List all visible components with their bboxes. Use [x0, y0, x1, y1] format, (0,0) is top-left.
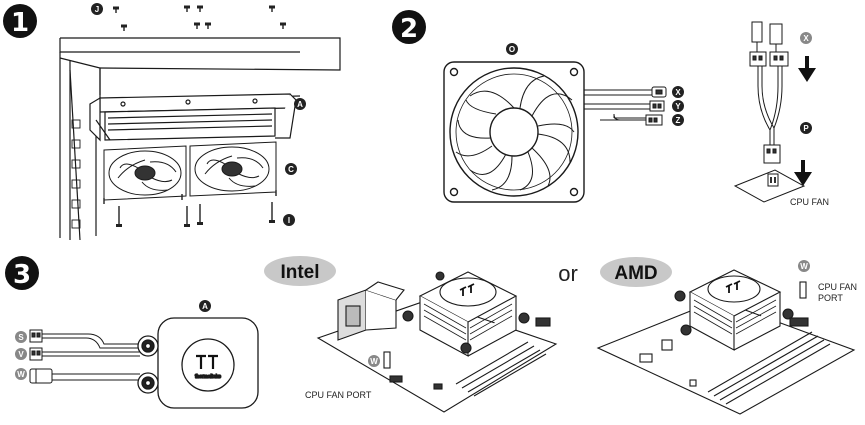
- marker-S: S: [15, 331, 27, 343]
- step-1-badge: 1: [3, 4, 37, 38]
- radiator: [89, 93, 297, 142]
- amd-cpu-fan-port-label-line1: CPU FAN: [818, 282, 857, 292]
- svg-text:Z: Z: [676, 116, 681, 125]
- intel-cpu-fan-port-label: CPU FAN PORT: [305, 390, 372, 400]
- marker-W-cable: W: [15, 368, 27, 380]
- marker-W-amd: W: [798, 260, 810, 272]
- fan-right: [189, 141, 277, 197]
- thermaltake-logo-icon: [196, 354, 218, 369]
- svg-text:I: I: [288, 216, 290, 225]
- panel-1-radiator-mounting: 1: [3, 3, 341, 241]
- pump-brand-text: thermaltake: [195, 374, 221, 380]
- intel-label: Intel: [280, 262, 319, 283]
- connector-V: [29, 347, 43, 361]
- step-3-badge: 3: [5, 256, 39, 290]
- step-1-number: 1: [11, 8, 29, 38]
- marker-A-panel1: A: [294, 98, 306, 110]
- svg-text:P: P: [803, 124, 809, 133]
- or-label: or: [558, 261, 578, 286]
- svg-text:W: W: [370, 357, 378, 366]
- arrow-down-lower: [794, 160, 812, 186]
- marker-X: X: [672, 86, 684, 98]
- connector-Y: [649, 100, 665, 112]
- step-3-number: 3: [13, 260, 31, 290]
- marker-C: C: [285, 163, 297, 175]
- svg-text:A: A: [297, 100, 303, 109]
- marker-V: V: [15, 348, 27, 360]
- expansion-slots: [71, 119, 81, 229]
- step-2-number: 2: [400, 14, 418, 44]
- top-screws-J: [112, 4, 287, 32]
- step-2-badge: 2: [392, 10, 426, 44]
- marker-X-splitter: X: [800, 32, 812, 44]
- fan-large: [443, 61, 585, 203]
- pump-head: thermaltake: [137, 317, 259, 409]
- svg-text:X: X: [803, 34, 809, 43]
- marker-Y: Y: [672, 100, 684, 112]
- fan-left: [103, 145, 187, 201]
- amd-pill: AMD: [600, 257, 672, 287]
- svg-text:O: O: [509, 45, 515, 54]
- connector-Z: [645, 114, 663, 126]
- chassis-top-panel: [59, 37, 341, 241]
- amd-cpu-fan-port-label-line2: PORT: [818, 293, 843, 303]
- amd-motherboard: [596, 269, 856, 415]
- fan-cables: [584, 89, 652, 121]
- marker-I: I: [283, 214, 295, 226]
- svg-text:V: V: [18, 350, 24, 359]
- panel-3-pump-connection: 3 S V: [5, 256, 857, 415]
- connector-X: [651, 86, 667, 98]
- connector-S: [29, 329, 43, 343]
- svg-text:C: C: [288, 165, 294, 174]
- svg-text:S: S: [18, 333, 24, 342]
- marker-O: O: [506, 43, 518, 55]
- arrow-down-upper: [798, 56, 816, 82]
- intel-motherboard: [316, 271, 558, 413]
- marker-P: P: [800, 122, 812, 134]
- svg-text:X: X: [675, 88, 681, 97]
- bottom-screws-I: [103, 190, 277, 227]
- marker-A-panel3: A: [199, 300, 211, 312]
- pump-cables: [40, 333, 140, 381]
- intel-pump-logo-icon: [459, 283, 475, 296]
- panel-2-fan-wiring: 2 O: [392, 10, 829, 207]
- cpu-fan-header: [733, 169, 806, 203]
- amd-label: AMD: [614, 263, 657, 284]
- svg-text:Y: Y: [675, 102, 681, 111]
- cpu-fan-label: CPU FAN: [790, 197, 829, 207]
- svg-text:J: J: [95, 5, 99, 14]
- connector-W: [29, 368, 53, 384]
- splitter-cable: [749, 21, 789, 164]
- svg-text:W: W: [800, 262, 808, 271]
- svg-text:A: A: [202, 302, 208, 311]
- marker-J: J: [91, 3, 103, 15]
- marker-W-intel: W: [368, 355, 380, 367]
- amd-pump-logo-icon: [725, 280, 741, 293]
- marker-Z: Z: [672, 114, 684, 126]
- intel-pill: Intel: [264, 256, 336, 286]
- svg-text:W: W: [17, 370, 25, 379]
